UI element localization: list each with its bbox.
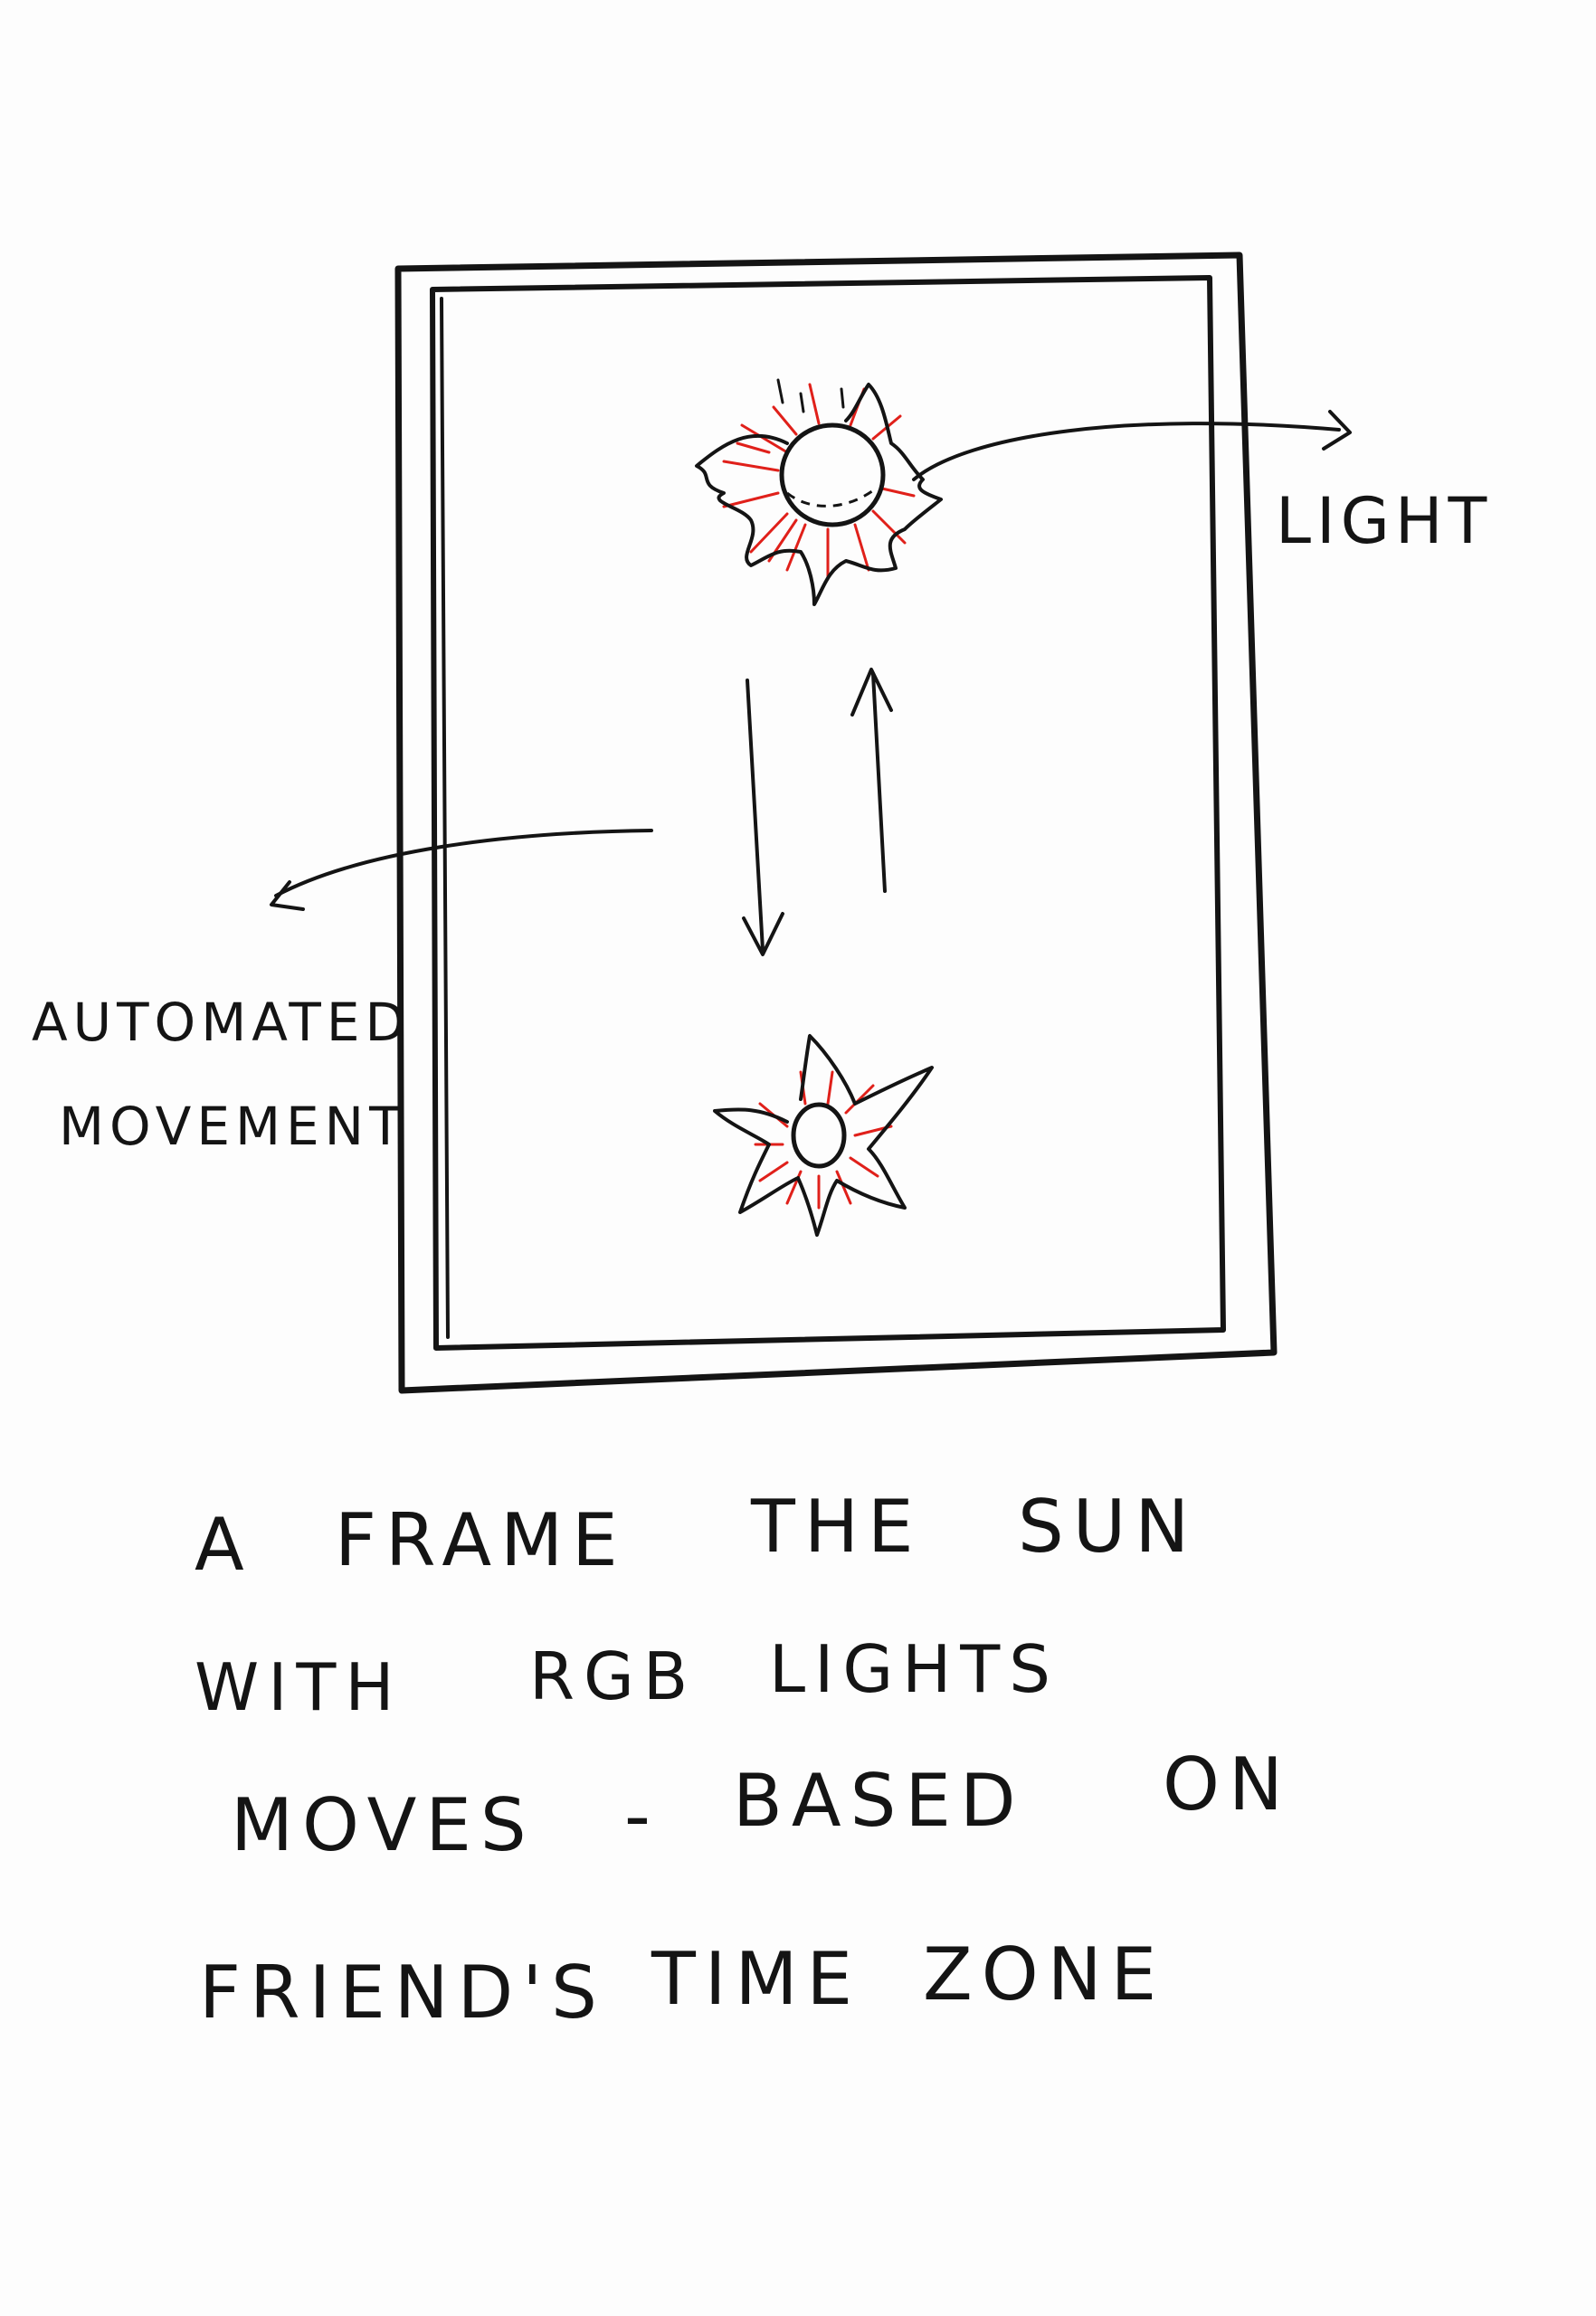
frame-inner-edge-shadow <box>440 297 450 1339</box>
caption-word: FRIEND'S <box>199 1951 606 2035</box>
sun-top-ticks <box>776 378 845 413</box>
caption: A FRAME THE SUN WITH RGB LIGHTS MOVES - … <box>195 1485 1292 2035</box>
caption-word: MOVES <box>231 1783 536 1867</box>
sun-top-core <box>779 422 886 527</box>
arrow-down-icon <box>742 679 784 956</box>
sun-bottom-icon <box>713 1034 934 1237</box>
caption-word: WITH <box>195 1649 404 1725</box>
automated-label: AUTOMATED <box>32 992 411 1053</box>
light-label: LIGHT <box>1276 484 1492 558</box>
light-pointer-arrow <box>912 410 1352 481</box>
movement-label: MOVEMENT <box>59 1096 407 1157</box>
caption-word: BASED <box>733 1759 1025 1843</box>
movement-pointer-arrow <box>270 829 653 911</box>
sun-bottom-core <box>791 1102 847 1169</box>
caption-word: TIME <box>651 1937 861 2021</box>
frame-outer-border <box>394 252 1278 1394</box>
caption-word: RGB <box>529 1638 697 1714</box>
caption-word: SUN <box>1018 1485 1198 1569</box>
caption-word: THE <box>750 1485 923 1569</box>
caption-word: A <box>195 1503 253 1587</box>
sun-top-core-dash <box>786 487 877 508</box>
sun-top-flames <box>695 383 943 606</box>
caption-word: LIGHTS <box>769 1631 1059 1707</box>
movement-arrows <box>742 668 893 956</box>
arrow-up-icon <box>850 668 893 893</box>
picture-frame <box>394 252 1278 1394</box>
sun-top-icon <box>695 378 943 606</box>
caption-word: ON <box>1163 1742 1292 1827</box>
frame-inner-border <box>430 275 1226 1351</box>
caption-word: FRAME <box>335 1498 627 1582</box>
caption-word: ZONE <box>923 1932 1165 2017</box>
caption-word: - <box>624 1774 660 1858</box>
sun-bottom-flames <box>713 1034 934 1237</box>
